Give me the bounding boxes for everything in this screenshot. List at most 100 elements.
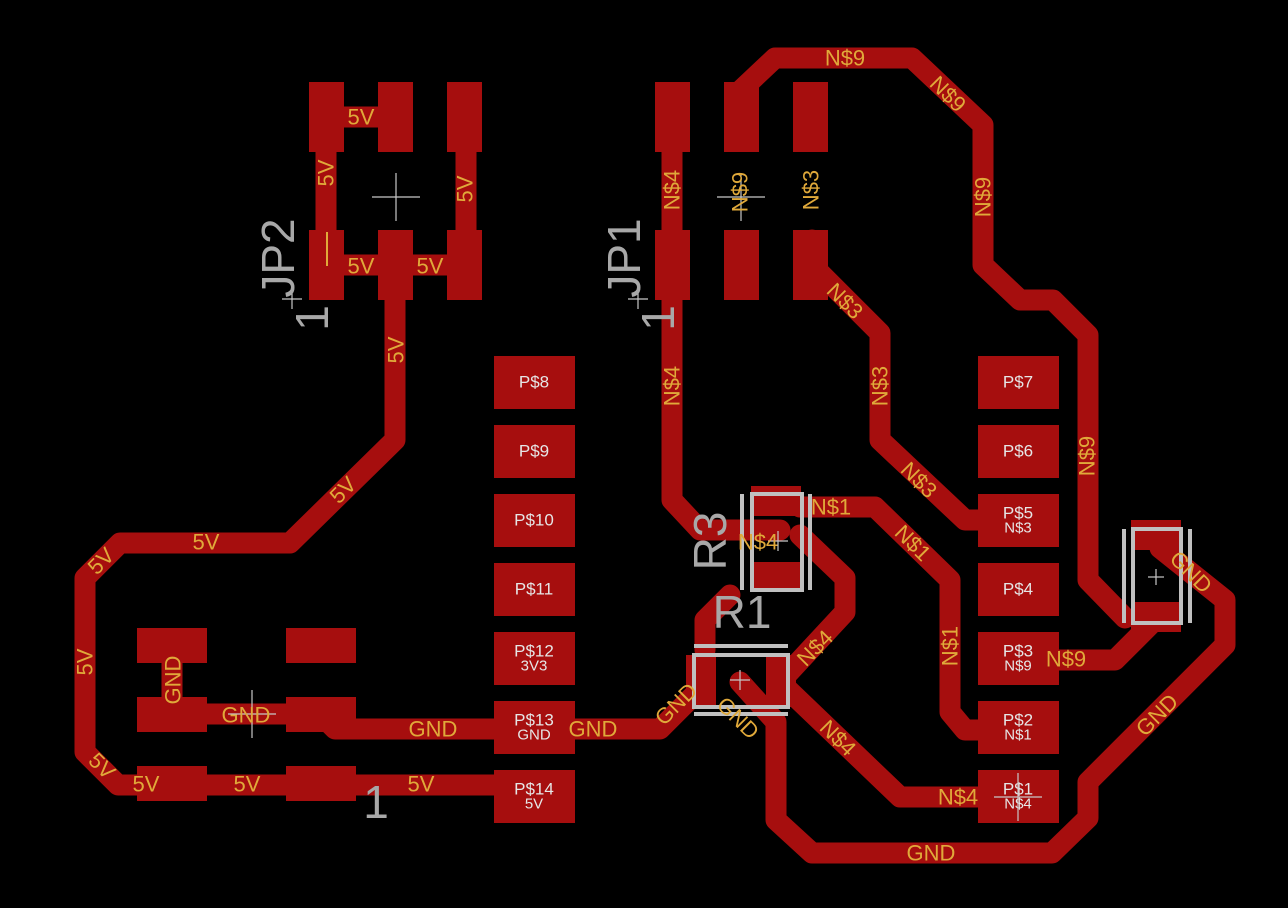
net-label-gnd: GND	[409, 717, 458, 742]
pad-label: P$14	[514, 780, 554, 799]
net-label-n3: N$3	[868, 366, 893, 406]
pad-label: P$9	[519, 442, 549, 461]
jp2-pad	[378, 82, 413, 152]
chip-pad: P$3N$9	[978, 632, 1059, 685]
chip-pad: P$9	[494, 425, 575, 478]
chip-pad: P$8	[494, 356, 575, 409]
header3-pad	[137, 628, 207, 663]
chip-pad: P$6	[978, 425, 1059, 478]
jp1-label: JP1	[598, 218, 650, 297]
net-label-n1: N$1	[811, 495, 851, 520]
pad-label: P$13	[514, 711, 554, 730]
trace-n4-c	[694, 584, 741, 661]
net-label-n9: N$9	[1075, 436, 1100, 476]
header3-pad	[286, 628, 356, 663]
net-label-n9: N$9	[728, 172, 753, 212]
header3-pad	[286, 766, 356, 801]
r1-pad	[686, 655, 716, 707]
trace-n1	[789, 496, 1021, 741]
pad-net-label: N$1	[1004, 727, 1032, 744]
r3-label: R3	[684, 512, 736, 571]
r1-outline	[692, 653, 790, 709]
net-label-gnd: GND	[161, 656, 186, 705]
pad-label: P$2	[1003, 711, 1033, 730]
jp2-pad	[447, 230, 482, 300]
net-label-5v: 5V	[408, 772, 435, 797]
jp2-pad	[447, 82, 482, 152]
pad-net-label: N$3	[1004, 520, 1032, 537]
r3-pad	[751, 486, 801, 516]
net-label-5v: 5V	[348, 105, 375, 130]
pad-net-label: GND	[517, 727, 551, 744]
chip-pad: P$7	[978, 356, 1059, 409]
net-label-5v: 5V	[133, 772, 160, 797]
copper-pads	[137, 82, 1181, 801]
pad-label: P$5	[1003, 504, 1033, 523]
net-label-n4: N$4	[660, 170, 685, 210]
pad-label: P$11	[515, 580, 553, 599]
trace-n9-p3	[1029, 609, 1166, 671]
header3-pad	[137, 766, 207, 801]
net-label-5v: 5V	[453, 175, 478, 202]
jp1-pad	[655, 230, 690, 300]
r1-pad	[766, 655, 796, 707]
net-label-n1: N$1	[938, 626, 963, 666]
net-label-gnd: GND	[569, 717, 618, 742]
trace-n9	[730, 47, 1136, 629]
jp1-pad	[793, 82, 828, 152]
pad-net-label: N$9	[1004, 658, 1032, 675]
c1-pad	[1131, 602, 1181, 632]
trace-5v-main	[74, 239, 531, 796]
net-label-5v: 5V	[314, 159, 339, 186]
net-label-gnd: GND	[907, 841, 956, 866]
chip-pad: P$2N$1	[978, 701, 1059, 754]
net-label-n9: N$9	[825, 46, 865, 71]
net-label-5v: 5V	[348, 254, 375, 279]
jp1-pad	[724, 230, 759, 300]
trace-n4-b	[769, 524, 1026, 808]
r1-label: R1	[713, 586, 772, 638]
jp1-pad	[724, 82, 759, 152]
net-label-5v: 5V	[234, 772, 261, 797]
trace-gnd-r1	[729, 537, 1236, 864]
net-label-5v: 5V	[73, 648, 98, 675]
pad-label: P$12	[514, 642, 554, 661]
pad-net-label: 5V	[525, 796, 543, 813]
net-label-n4: N$4	[660, 366, 685, 406]
net-label-5v: 5V	[193, 530, 220, 555]
chip-pad: P$5N$3	[978, 494, 1059, 547]
jp2-pad	[309, 82, 344, 152]
pad-net-label: 3V3	[521, 658, 548, 675]
net-label-5v: 5V	[384, 336, 409, 363]
net-label-n3: N$3	[799, 170, 824, 210]
net-label-n9: N$9	[1046, 647, 1086, 672]
header3-pad	[286, 697, 356, 732]
r3-outline	[750, 492, 804, 592]
jp1-pad	[793, 230, 828, 300]
pad-label: P$8	[519, 373, 549, 392]
silkscreen: JP2 1 JP1 1 R3 R1 1	[228, 173, 1192, 828]
c1-pad	[1131, 520, 1181, 550]
pad-label: P$6	[1003, 442, 1033, 461]
pad-label: P$10	[514, 511, 554, 530]
chip-pad: P$11	[494, 563, 575, 616]
header3-pin1-label: 1	[363, 776, 389, 828]
pad-label: P$3	[1003, 642, 1033, 661]
chip-pad: P$4	[978, 563, 1059, 616]
net-label-n4: N$4	[938, 785, 978, 810]
jp2-pin1-label: 1	[286, 305, 338, 331]
chip-pad: P$10	[494, 494, 575, 547]
net-label-n4: N$4	[738, 530, 778, 555]
net-label-5v: 5V	[417, 254, 444, 279]
pad-label: P$4	[1003, 580, 1033, 599]
net-label-gnd: GND	[222, 703, 271, 728]
jp1-pad	[655, 82, 690, 152]
pad-label: P$7	[1003, 373, 1033, 392]
c1-outline	[1131, 527, 1183, 625]
